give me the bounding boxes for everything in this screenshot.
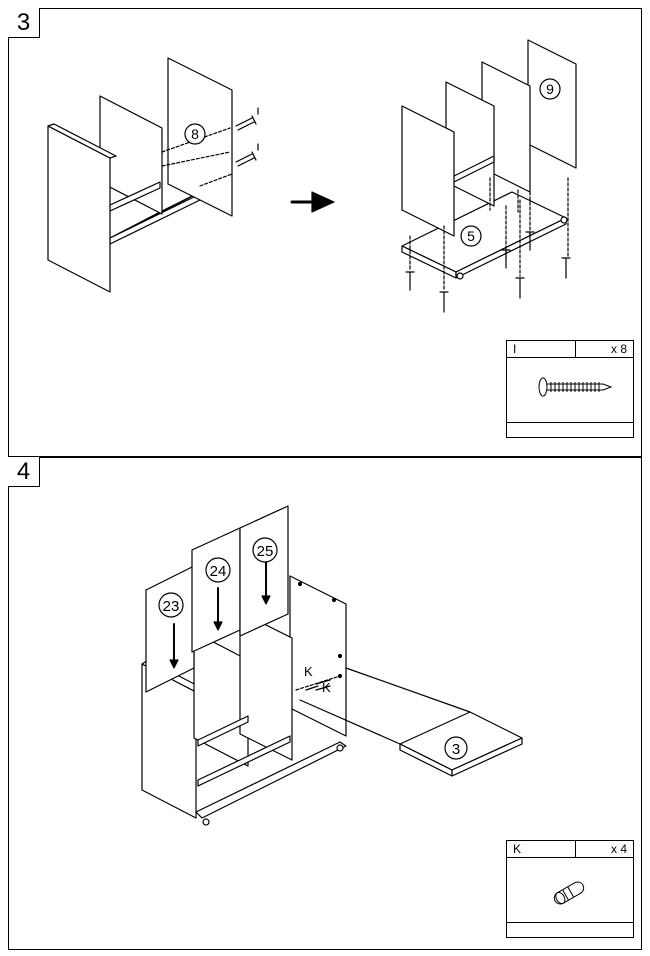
screw-icon: [538, 377, 613, 397]
part-label-9: 9: [539, 78, 561, 100]
part-label-23: 23: [158, 592, 184, 618]
svg-text:9: 9: [546, 81, 554, 97]
screw-icon: [561, 257, 571, 279]
dowel-icon: [553, 881, 585, 905]
screw-icon: [501, 249, 511, 269]
part-label-24: 24: [205, 557, 231, 583]
svg-text:5: 5: [467, 228, 475, 244]
step-arrow-icon: [290, 191, 335, 213]
part-label-3: 3: [444, 736, 468, 760]
hardware-box-step-3: I x 8: [506, 340, 634, 438]
step-3-right-assembly: [401, 39, 577, 313]
step-4-number: 4: [8, 457, 40, 487]
connector-label-k: K: [322, 680, 331, 695]
svg-text:24: 24: [210, 563, 227, 580]
screw-icon: [515, 277, 525, 299]
part-label-8: 8: [184, 123, 206, 145]
hardware-code: K: [513, 842, 522, 856]
hardware-code: I: [513, 342, 517, 356]
step-divider: [8, 456, 642, 458]
svg-text:23: 23: [163, 598, 180, 615]
hardware-quantity: x 8: [610, 342, 627, 356]
hardware-quantity: x 4: [610, 842, 627, 856]
hardware-box-header: I x 8: [507, 341, 633, 358]
svg-text:8: 8: [191, 126, 199, 142]
svg-text:25: 25: [257, 543, 274, 560]
step-3-left-assembly: [47, 57, 259, 293]
screw-icon: [525, 231, 535, 251]
part-label-5: 5: [460, 225, 482, 247]
part-label-25: 25: [252, 537, 278, 563]
svg-text:3: 3: [452, 741, 460, 758]
screw-icon: [439, 291, 449, 313]
step-4-assembly: [141, 505, 523, 826]
screw-icon: [405, 271, 415, 291]
step-3-number: 3: [8, 8, 40, 38]
screw-icon: [235, 107, 259, 131]
hardware-box-step-4: K x 4: [506, 840, 634, 938]
screw-icon: [235, 143, 259, 167]
hardware-box-header: K x 4: [507, 841, 633, 858]
connector-label-k: K: [304, 664, 313, 679]
